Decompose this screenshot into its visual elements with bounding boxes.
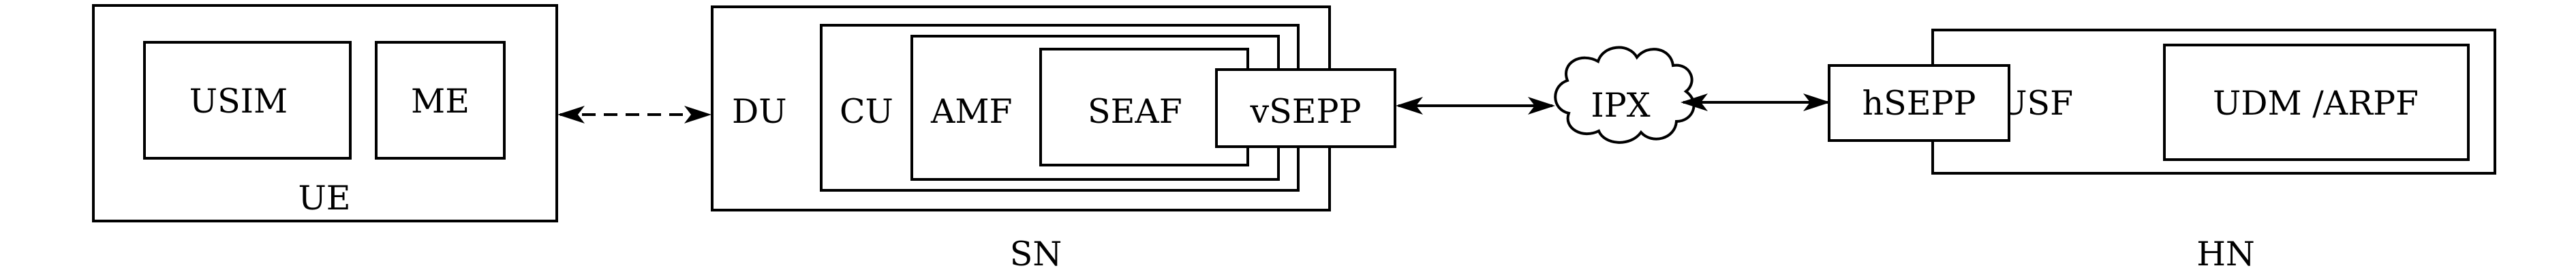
du-label: DU [732,92,787,131]
ipx-cloud: IPX [1554,46,1696,144]
udm-arpf-box [2163,44,2470,161]
me-box [375,41,506,160]
vsepp-label: vSEPP [1250,92,1362,131]
usim-label: USIM [189,82,288,121]
sn-label: SN [1010,235,1062,274]
ipx-label: IPX [1591,86,1650,125]
hn-label: HN [2196,235,2255,274]
seaf-label: SEAF [1088,92,1182,131]
udm-arpf-label: UDM /ARPF [2213,84,2419,123]
me-label: ME [411,82,470,121]
cu-label: CU [840,92,893,131]
ipx-cloud-shape [1554,46,1696,144]
sn-group: DU CU AMF SEAF vSEPP SN [711,5,1396,274]
ue-label: UE [298,179,350,218]
amf-label: AMF [930,92,1013,131]
ue-group: USIM ME UE [92,4,558,222]
vsepp-box [1215,68,1396,148]
hsepp-box [1828,64,2010,142]
usim-box [143,41,352,160]
hsepp-label: hSEPP [1862,84,1976,123]
hn-group: AUSF hSEPP UDM /ARPF HN [1828,29,2496,274]
ue-frame [92,4,558,222]
